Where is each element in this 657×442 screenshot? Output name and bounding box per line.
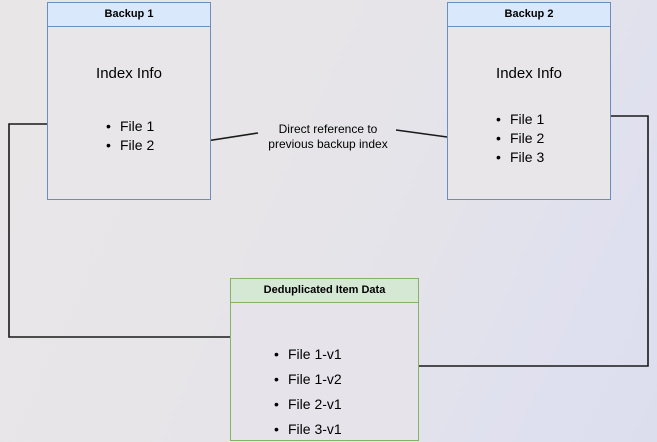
node-dedup-header: Deduplicated Item Data	[231, 279, 418, 303]
edge-label-line-1: Direct reference to	[278, 122, 378, 136]
node-backup-2-body: Index Info File 1 File 2 File 3	[448, 27, 610, 199]
backup-2-file-list: File 1 File 2 File 3	[496, 110, 544, 167]
edge-label-direct-reference: Direct reference to previous backup inde…	[248, 122, 408, 152]
list-item: File 2	[496, 129, 544, 148]
list-item: File 1-v1	[274, 342, 342, 367]
node-deduplicated-item-data[interactable]: Deduplicated Item Data File 1-v1 File 1-…	[230, 278, 419, 442]
node-backup-1[interactable]: Backup 1 Index Info File 1 File 2	[47, 2, 211, 200]
list-item: File 1	[496, 110, 544, 129]
backup-1-file-list: File 1 File 2	[106, 117, 154, 155]
node-backup-2[interactable]: Backup 2 Index Info File 1 File 2 File 3	[447, 2, 611, 200]
list-item: File 1-v2	[274, 367, 342, 392]
dedup-file-list: File 1-v1 File 1-v2 File 2-v1 File 3-v1	[274, 342, 342, 442]
backup-2-index-info-label: Index Info	[496, 65, 562, 82]
list-item: File 3	[496, 148, 544, 167]
node-dedup-body: File 1-v1 File 1-v2 File 2-v1 File 3-v1	[231, 303, 418, 442]
list-item: File 1	[106, 117, 154, 136]
node-backup-1-body: Index Info File 1 File 2	[48, 27, 210, 199]
backup-1-index-info-label: Index Info	[96, 65, 162, 82]
edge-label-line-2: previous backup index	[268, 137, 388, 151]
node-backup-2-header: Backup 2	[448, 3, 610, 27]
list-item: File 2	[106, 136, 154, 155]
node-backup-1-header: Backup 1	[48, 3, 210, 27]
list-item: File 3-v1	[274, 417, 342, 442]
list-item: File 2-v1	[274, 392, 342, 417]
